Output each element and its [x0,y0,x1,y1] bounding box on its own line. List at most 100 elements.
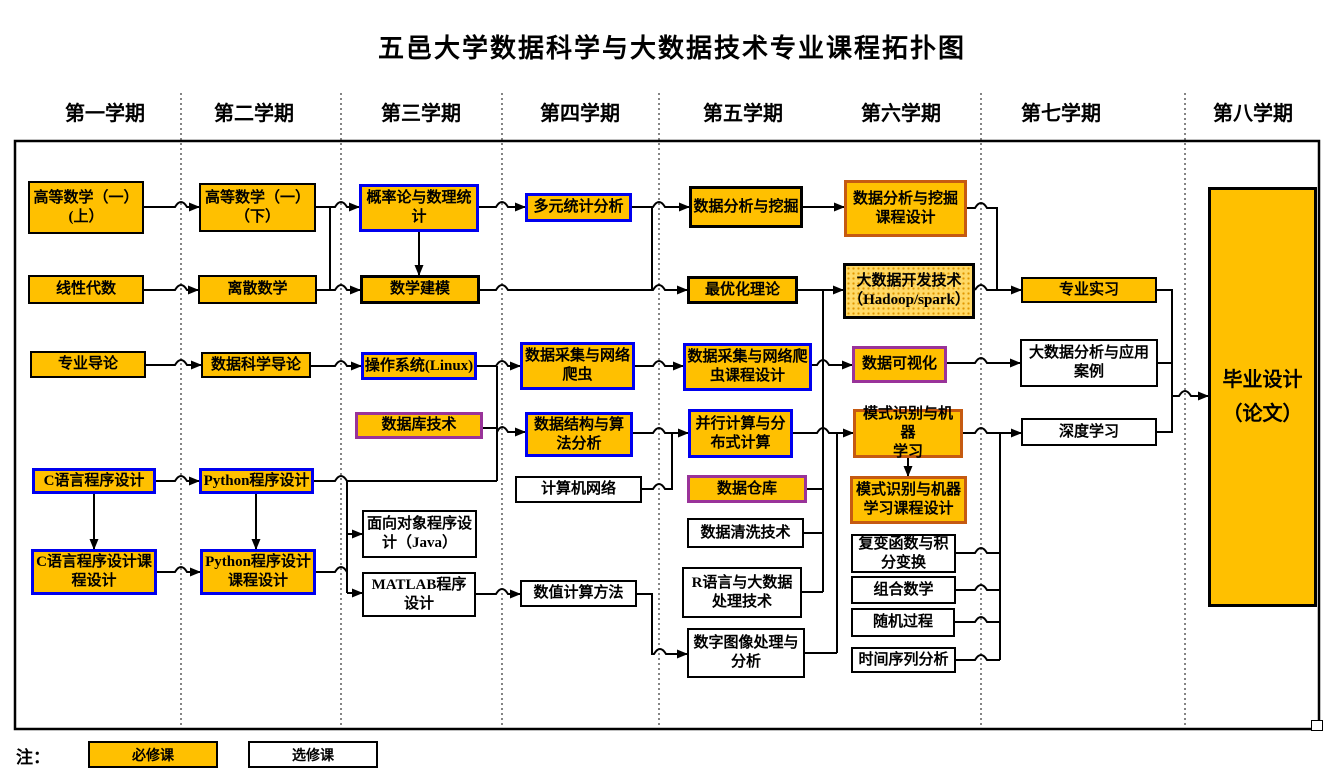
legend-required-swatch: 必修课 [88,741,218,768]
course-box-f5: 模式识别与机器 学习课程设计 [850,476,967,524]
edge-f8-bus [955,616,1000,623]
course-box-c1: 概率论与数理统 计 [359,184,479,232]
page-title: 五邑大学数据科学与大数据技术专业课程拓扑图 [377,34,967,63]
course-label: 线性代数 [55,281,116,298]
course-box-d4: 计算机网络 [515,476,642,503]
course-box-g2: 大数据分析与应用 案例 [1020,339,1158,387]
edge-f7-bus [956,584,1000,591]
semester-header-7: 第七学期 [1021,103,1101,125]
edge-c6-d5 [476,588,521,599]
course-label: 面向对象程序设 计（Java） [366,516,472,551]
edge-bus-d3 [496,426,526,437]
course-box-e1: 数据分析与挖掘 [689,186,803,228]
course-label: 大数据分析与应用 案例 [1028,345,1149,380]
course-box-e8: 数字图像处理与 分析 [687,628,805,678]
course-label: 专业导论 [57,356,118,373]
semester-header-1: 第一学期 [65,103,145,125]
course-box-f1: 数据分析与挖掘 课程设计 [844,180,967,237]
course-label: 数值计算方法 [533,585,624,602]
course-label: 毕业设计 （论文） [1222,369,1303,425]
course-label: MATLAB程序 设计 [371,576,467,612]
course-box-e5: 数据仓库 [687,475,807,503]
course-label: 数据结构与算 法分析 [533,416,624,452]
course-label: 数据科学导论 [210,356,301,373]
edge-e3-f3 [812,359,853,370]
edge-c3-d2 [477,360,521,371]
course-label: 离散数学 [227,281,288,298]
course-label: 操作系统(Linux) [364,357,474,374]
course-label: 数学建模 [389,281,450,298]
semester-header-3: 第三学期 [381,103,461,125]
diagram-frame [13,139,1321,731]
course-box-g3: 深度学习 [1021,418,1157,446]
course-label: 数据清洗技术 [700,524,791,541]
course-label: Python程序设计 [203,472,310,489]
edge-f9-bus [956,654,1000,661]
edge-f6-bus [956,547,1000,554]
course-box-f7: 组合数学 [851,576,956,604]
course-box-c5: 面向对象程序设 计（Java） [362,510,477,558]
course-box-a4: C语言程序设计 [32,468,156,494]
course-label: 模式识别与机器 学习 [862,406,953,460]
course-label: 大数据开发技术 （Hadoop/spark） [848,273,970,308]
course-box-b5: Python程序设计 课程设计 [200,549,316,595]
course-label: C语言程序设计课 程设计 [36,554,152,589]
course-box-b1: 高等数学（一） （下） [199,183,316,232]
course-label: 随机过程 [872,614,933,631]
edge-f1-branch [967,202,998,290]
course-box-b4: Python程序设计 [199,468,314,494]
course-box-a1: 高等数学（一） (上） [28,181,144,234]
edge-b2-c2 [317,284,361,295]
semester-header-8: 第八学期 [1213,103,1293,125]
semester-header-6: 第六学期 [861,103,941,125]
corner-marker [1311,720,1323,731]
semester-header-5: 第五学期 [703,103,783,125]
edge-d2-e3 [635,360,684,371]
course-box-c2: 数学建模 [360,275,480,304]
course-label: R语言与大数据 处理技术 [691,574,793,610]
edge-g1-stub [1157,289,1173,396]
edge-a4-b4 [156,475,200,486]
course-label: 深度学习 [1058,423,1119,440]
semester-header-2: 第二学期 [214,103,294,125]
edge-b4-bus [314,475,497,482]
course-box-f2: 大数据开发技术 （Hadoop/spark） [843,263,975,319]
legend-elective-swatch: 选修课 [248,741,378,768]
course-box-e3: 数据采集与网络爬 虫课程设计 [683,343,812,391]
course-label: 数据仓库 [716,480,777,497]
edge-b1-c1 [316,201,360,212]
course-box-f8: 随机过程 [851,608,955,637]
course-label: 数据分析与挖掘 课程设计 [852,190,958,226]
course-label: 数据可视化 [861,356,937,373]
course-box-a2: 线性代数 [28,275,144,304]
course-label: 最优化理论 [704,281,780,298]
course-label: 专业实习 [1058,281,1119,298]
course-box-b3: 数据科学导论 [201,352,311,378]
course-label: 复变函数与积 分变换 [858,535,949,571]
edge-to-h1 [1172,390,1209,401]
edge-a5-b5 [157,566,201,577]
course-box-d1: 多元统计分析 [525,193,632,222]
semester-header-4: 第四学期 [540,103,620,125]
course-label: 多元统计分析 [533,199,624,216]
course-label: 数据采集与网络 爬虫 [524,348,630,383]
course-label: 模式识别与机器 学习课程设计 [855,482,961,517]
edge-a1-b1 [144,201,200,212]
edge-b5-bus [316,566,348,573]
edge-d5-e8 [637,593,688,659]
course-box-d3: 数据结构与算 法分析 [525,412,633,457]
course-box-h1: 毕业设计 （论文） [1208,187,1317,607]
edge-d3-e4 [633,427,689,438]
course-label: C语言程序设计 [43,472,145,489]
course-box-c6: MATLAB程序 设计 [362,572,476,617]
course-box-b2: 离散数学 [198,275,317,304]
edge-e4-f4 [793,427,854,438]
course-label: 并行计算与分 布式计算 [695,415,786,451]
course-label: 数字图像处理与 分析 [693,635,799,670]
edge-f2-g1 [974,284,1022,295]
edge-d1-e1 [632,201,690,212]
course-box-d5: 数值计算方法 [520,580,637,607]
